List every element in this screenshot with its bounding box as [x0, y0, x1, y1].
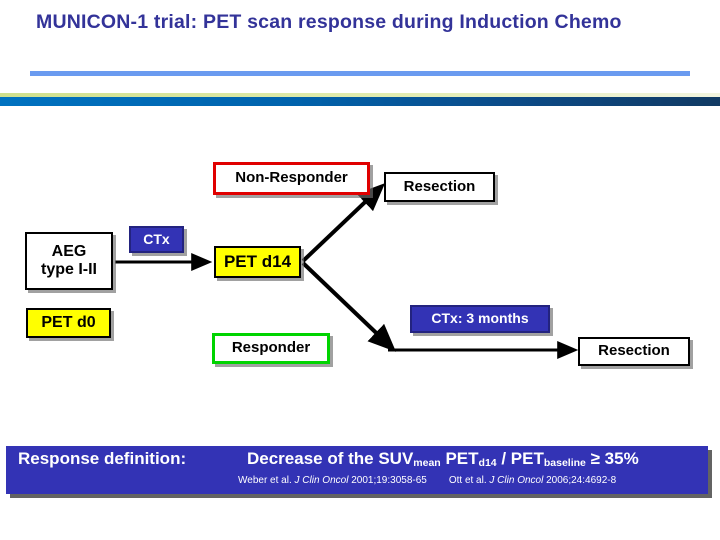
node-pet-d0[interactable]: PET d0 [26, 308, 111, 338]
citation-list: Weber et al. J Clin Oncol 2001;19:3058-6… [238, 475, 708, 486]
response-definition-text: Decrease of the SUVmean PETd14 / PETbase… [247, 449, 639, 469]
decorative-green-stripe [0, 93, 720, 97]
node-aeg-type-i-ii[interactable]: AEG type I-II [25, 232, 113, 290]
node-ctx[interactable]: CTx [129, 226, 184, 253]
definition-mid2: / PET [496, 449, 544, 468]
title-underline-rule [30, 71, 690, 76]
definition-suffix: ≥ 35% [585, 449, 639, 468]
citation-weber-ref: 2001;19:3058-65 [351, 475, 427, 486]
node-resection-responder[interactable]: Resection [578, 337, 690, 366]
response-definition-label: Response definition: [18, 449, 187, 468]
definition-prefix: Decrease of the SUV [247, 449, 414, 468]
definition-sub-d14: d14 [478, 457, 497, 469]
node-non-responder[interactable]: Non-Responder [213, 162, 370, 195]
definition-sub-baseline: baseline [543, 457, 586, 469]
node-aeg-label: AEG type I-II [41, 243, 97, 278]
node-pet-d14[interactable]: PET d14 [214, 246, 301, 278]
citation-ott-journal: J Clin Oncol [489, 475, 544, 486]
definition-sub-mean: mean [413, 457, 441, 469]
arrow-petd14-to-resection1 [301, 183, 386, 263]
page-title: MUNICON-1 trial: PET scan response durin… [36, 11, 622, 33]
citation-weber: Weber et al. J Clin Oncol 2001;19:3058-6… [238, 475, 427, 486]
citation-weber-journal: J Clin Oncol [294, 475, 349, 486]
node-ctx-3-months[interactable]: CTx: 3 months [410, 305, 550, 333]
node-resection-non-responder[interactable]: Resection [384, 172, 495, 202]
node-aeg-line1: AEG [51, 243, 87, 261]
node-responder[interactable]: Responder [212, 333, 330, 364]
citation-weber-authors: Weber et al. [238, 475, 292, 486]
response-definition-row: Response definition: Decrease of the SUV… [6, 449, 708, 473]
citation-ott-ref: 2006;24:4692-8 [546, 475, 617, 486]
node-aeg-line2: type I-II [40, 261, 97, 278]
citation-ott: Ott et al. J Clin Oncol 2006;24:4692-8 [449, 475, 616, 486]
citation-ott-authors: Ott et al. [448, 475, 487, 486]
response-definition-band: Response definition: Decrease of the SUV… [6, 446, 708, 494]
decorative-blue-stripe [0, 97, 720, 106]
definition-mid1: PET [440, 449, 479, 468]
